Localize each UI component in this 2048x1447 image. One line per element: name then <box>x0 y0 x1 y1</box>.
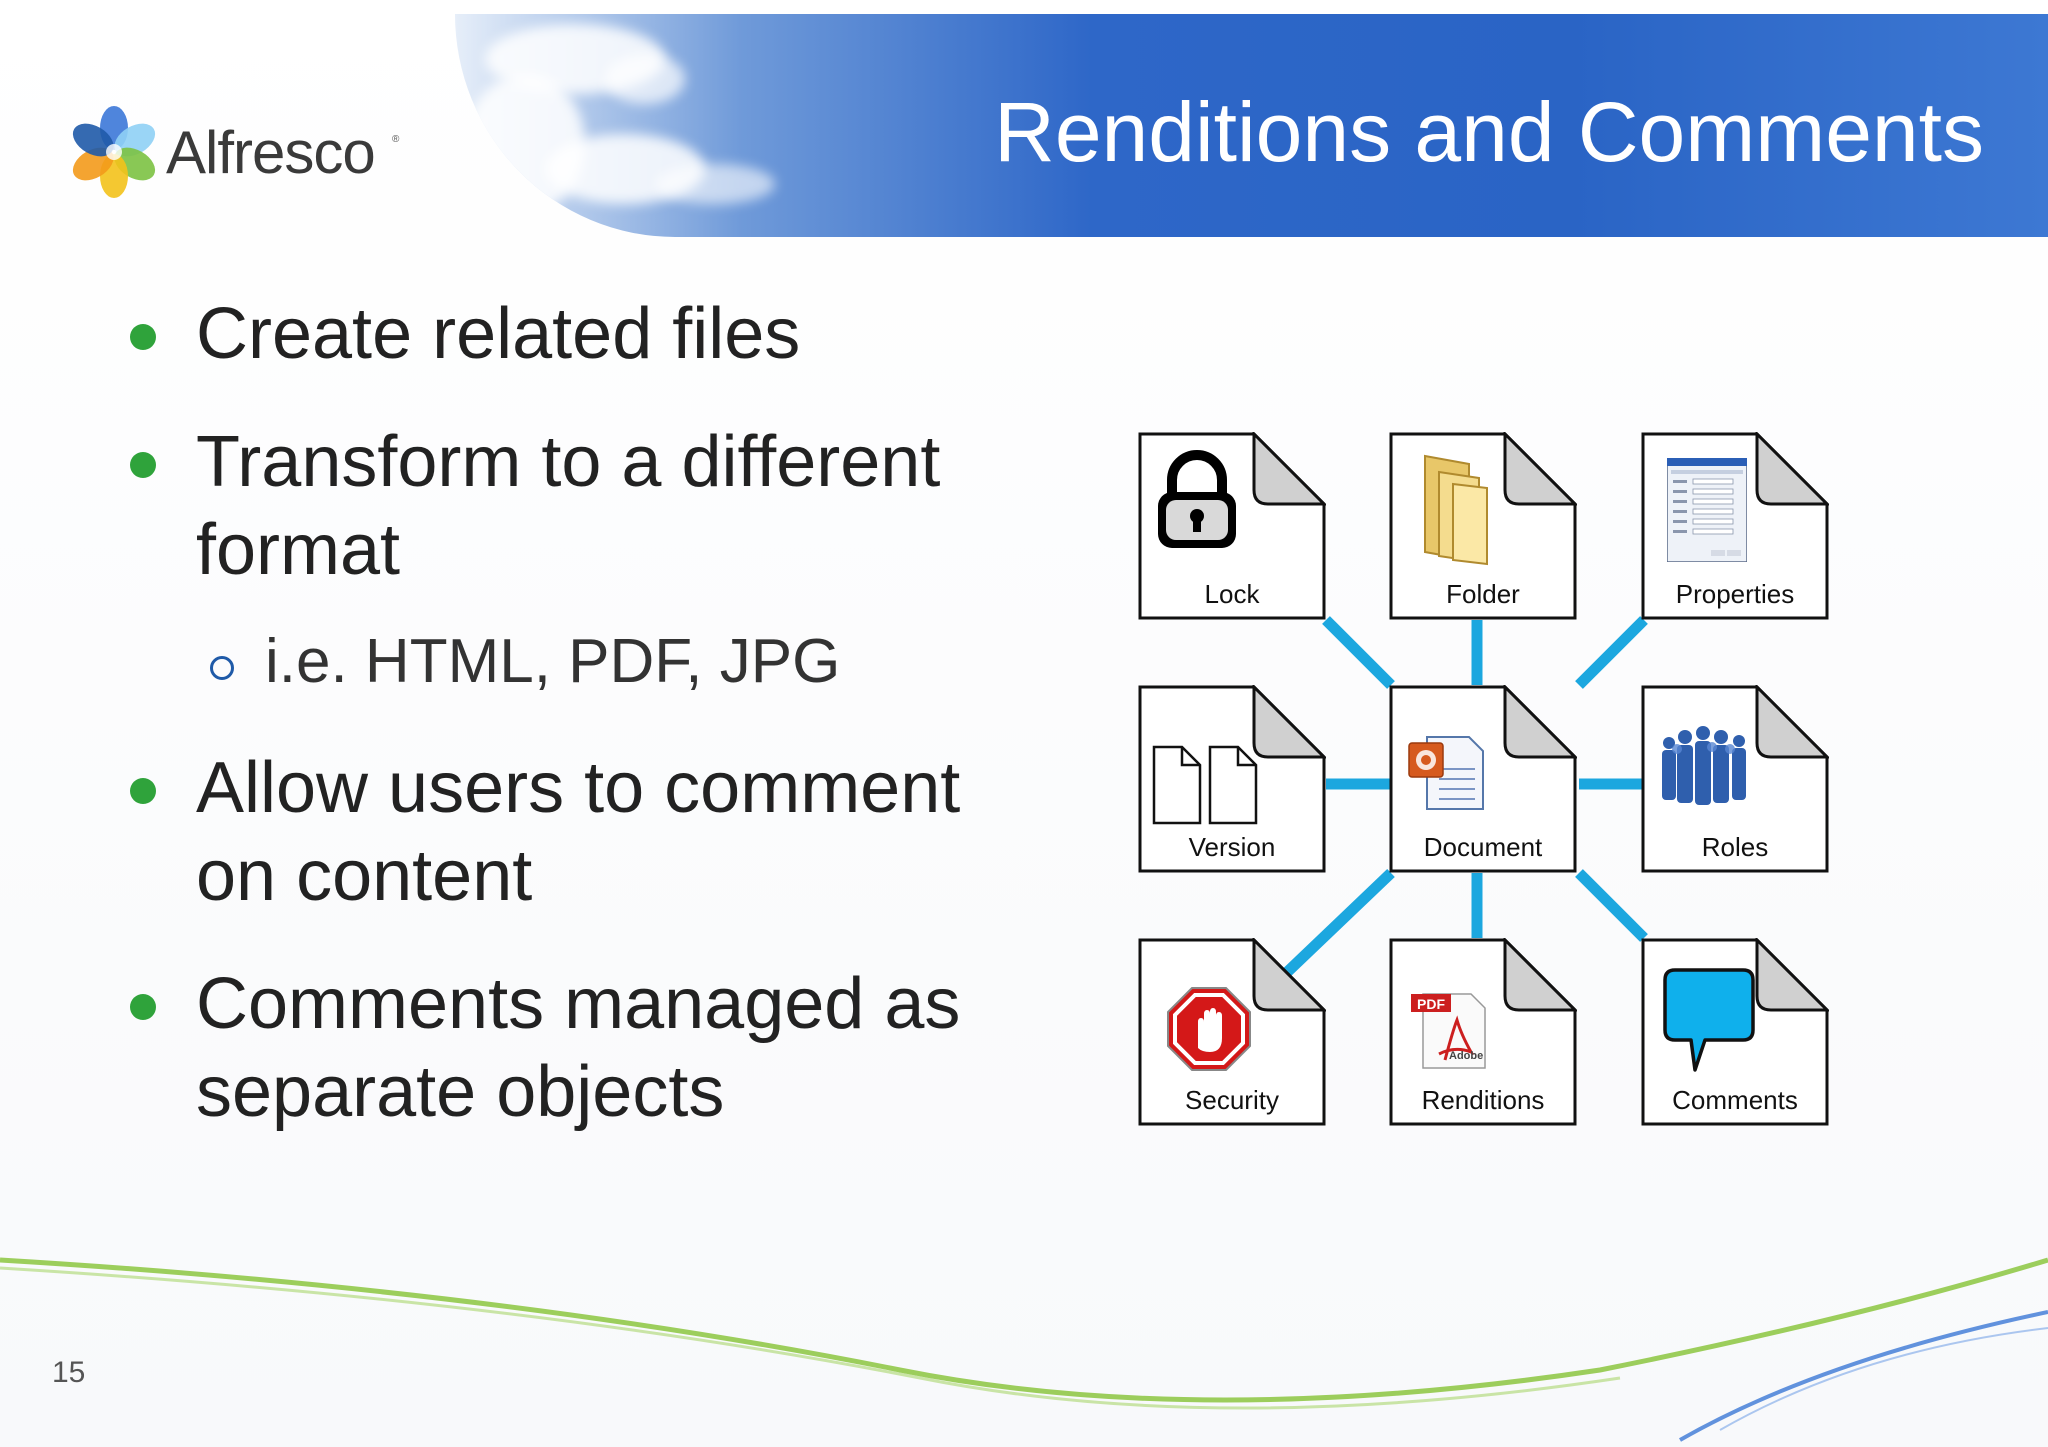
node-comments: Comments <box>1641 938 1829 1126</box>
node-label: Properties <box>1675 579 1795 609</box>
alfresco-logo: Alfresco ® <box>66 104 406 200</box>
node-folder: Folder <box>1389 432 1577 620</box>
connector-security <box>1277 869 1395 982</box>
document-diagram: Lock Folder <box>1138 432 1832 1130</box>
node-roles: Roles <box>1641 685 1829 873</box>
bullet-text: Transform to a different format <box>196 422 941 590</box>
bullet-text: Allow users to comment on content <box>196 748 961 916</box>
bottom-swoosh-decoration <box>0 1257 2048 1442</box>
logo-trademark: ® <box>392 134 400 145</box>
node-renditions: PDF Adobe Renditions <box>1389 938 1577 1126</box>
slide-title: Renditions and Comments <box>994 85 1984 179</box>
bullet-text: Create related files <box>196 294 801 374</box>
roles-icon <box>1662 726 1746 805</box>
bullet-dot-icon <box>130 324 156 350</box>
node-document-center: Document <box>1389 685 1577 873</box>
page-number: 15 <box>52 1356 86 1389</box>
bullet-list: Create related files Transform to a diff… <box>120 290 1020 1176</box>
bullet-item: Transform to a different format <box>120 418 1056 594</box>
connector-lines <box>1277 616 1648 982</box>
node-label: Folder <box>1446 579 1520 609</box>
version-icon <box>1152 745 1258 825</box>
bullet-text: Comments managed as separate objects <box>196 964 961 1132</box>
node-label: Comments <box>1672 1085 1798 1115</box>
node-label: Document <box>1423 832 1543 862</box>
document-icon <box>1408 736 1484 810</box>
node-label: Renditions <box>1421 1085 1545 1115</box>
node-label: Lock <box>1204 579 1260 609</box>
bullet-item: Allow users to comment on content <box>120 744 1056 920</box>
connector-lock <box>1322 616 1395 689</box>
stop-icon <box>1167 987 1251 1071</box>
alfresco-flower-icon <box>72 106 156 198</box>
node-security: Security <box>1138 938 1326 1126</box>
connector-properties <box>1575 616 1648 689</box>
header-banner: Renditions and Comments <box>455 14 2048 237</box>
bullet-dot-icon <box>130 778 156 804</box>
sub-bullet-text: i.e. HTML, PDF, JPG <box>265 627 841 696</box>
node-version: Version <box>1138 685 1326 873</box>
sub-bullet-ring-icon <box>210 656 234 680</box>
bullet-item: Comments managed as separate objects <box>120 960 1056 1136</box>
node-label: Security <box>1185 1085 1279 1115</box>
folder-icon <box>1424 454 1488 566</box>
node-label: Roles <box>1701 832 1769 862</box>
connector-comments <box>1575 869 1648 942</box>
bullet-item: Create related files <box>120 290 1020 378</box>
pdf-icon <box>1411 993 1486 1069</box>
node-label: Version <box>1188 832 1276 862</box>
pdf-badge-text: PDF <box>1417 996 1445 1012</box>
speech-bubble-icon <box>1663 968 1755 1072</box>
pdf-brand-text: Adobe <box>1449 1050 1484 1062</box>
node-properties: Properties <box>1641 432 1829 620</box>
logo-text: Alfresco <box>166 119 376 186</box>
node-lock: Lock <box>1138 432 1326 620</box>
lock-icon <box>1158 450 1236 548</box>
bullet-dot-icon <box>130 994 156 1020</box>
sub-bullet-item: i.e. HTML, PDF, JPG <box>120 626 1020 698</box>
properties-icon <box>1667 458 1747 562</box>
bullet-dot-icon <box>130 452 156 478</box>
